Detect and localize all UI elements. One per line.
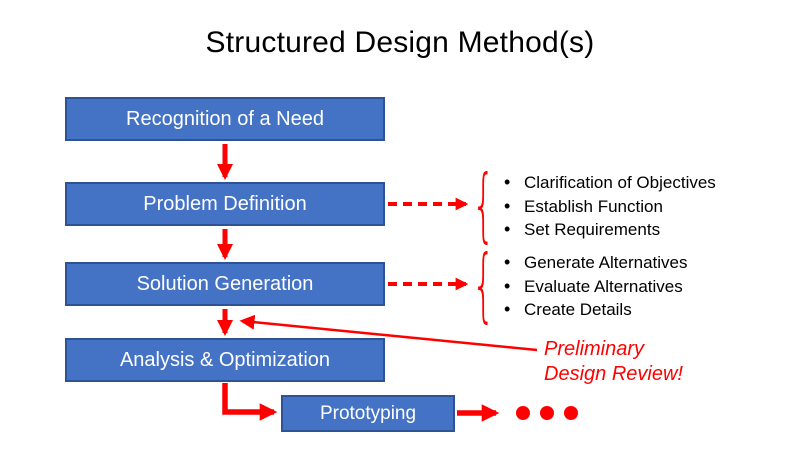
flow-box-problem-definition: Problem Definition (65, 182, 385, 226)
flow-box-label: Problem Definition (143, 192, 307, 215)
annotation-line-1: Preliminary (544, 338, 645, 360)
page-title: Structured Design Method(s) (205, 26, 595, 59)
bullet-item: Create Details (500, 298, 780, 322)
annotation-line-2: Design Review! (544, 363, 683, 385)
flow-box-label: Solution Generation (136, 272, 314, 295)
bullet-item: Generate Alternatives (500, 251, 780, 275)
flow-box-solution-generation: Solution Generation (65, 262, 385, 306)
flow-box-label: Recognition of a Need (126, 107, 324, 130)
flow-box-prototyping: Prototyping (281, 395, 455, 432)
flow-box-recognition-of-a-need: Recognition of a Need (65, 97, 385, 141)
problem-definition-detail-list: Clarification of Objectives Establish Fu… (500, 171, 780, 242)
bullet-item: Evaluate Alternatives (500, 275, 780, 299)
bullet-item: Clarification of Objectives (500, 171, 780, 195)
left-brace-solution-details: { (472, 238, 495, 331)
flow-box-label: Prototyping (319, 402, 417, 424)
bullet-item: Establish Function (500, 195, 780, 219)
solution-generation-detail-list: Generate Alternatives Evaluate Alternati… (500, 251, 780, 322)
ellipsis-dots (516, 406, 578, 420)
flow-box-analysis-and-optimization: Analysis & Optimization (65, 338, 385, 382)
bullet-item: Set Requirements (500, 218, 780, 242)
elbow-arrow-analysis-to-prototyping (222, 383, 278, 421)
preliminary-design-review-annotation: Preliminary Design Review! (544, 337, 683, 387)
flow-box-label: Analysis & Optimization (119, 348, 331, 371)
left-brace-problem-details: { (472, 158, 495, 251)
